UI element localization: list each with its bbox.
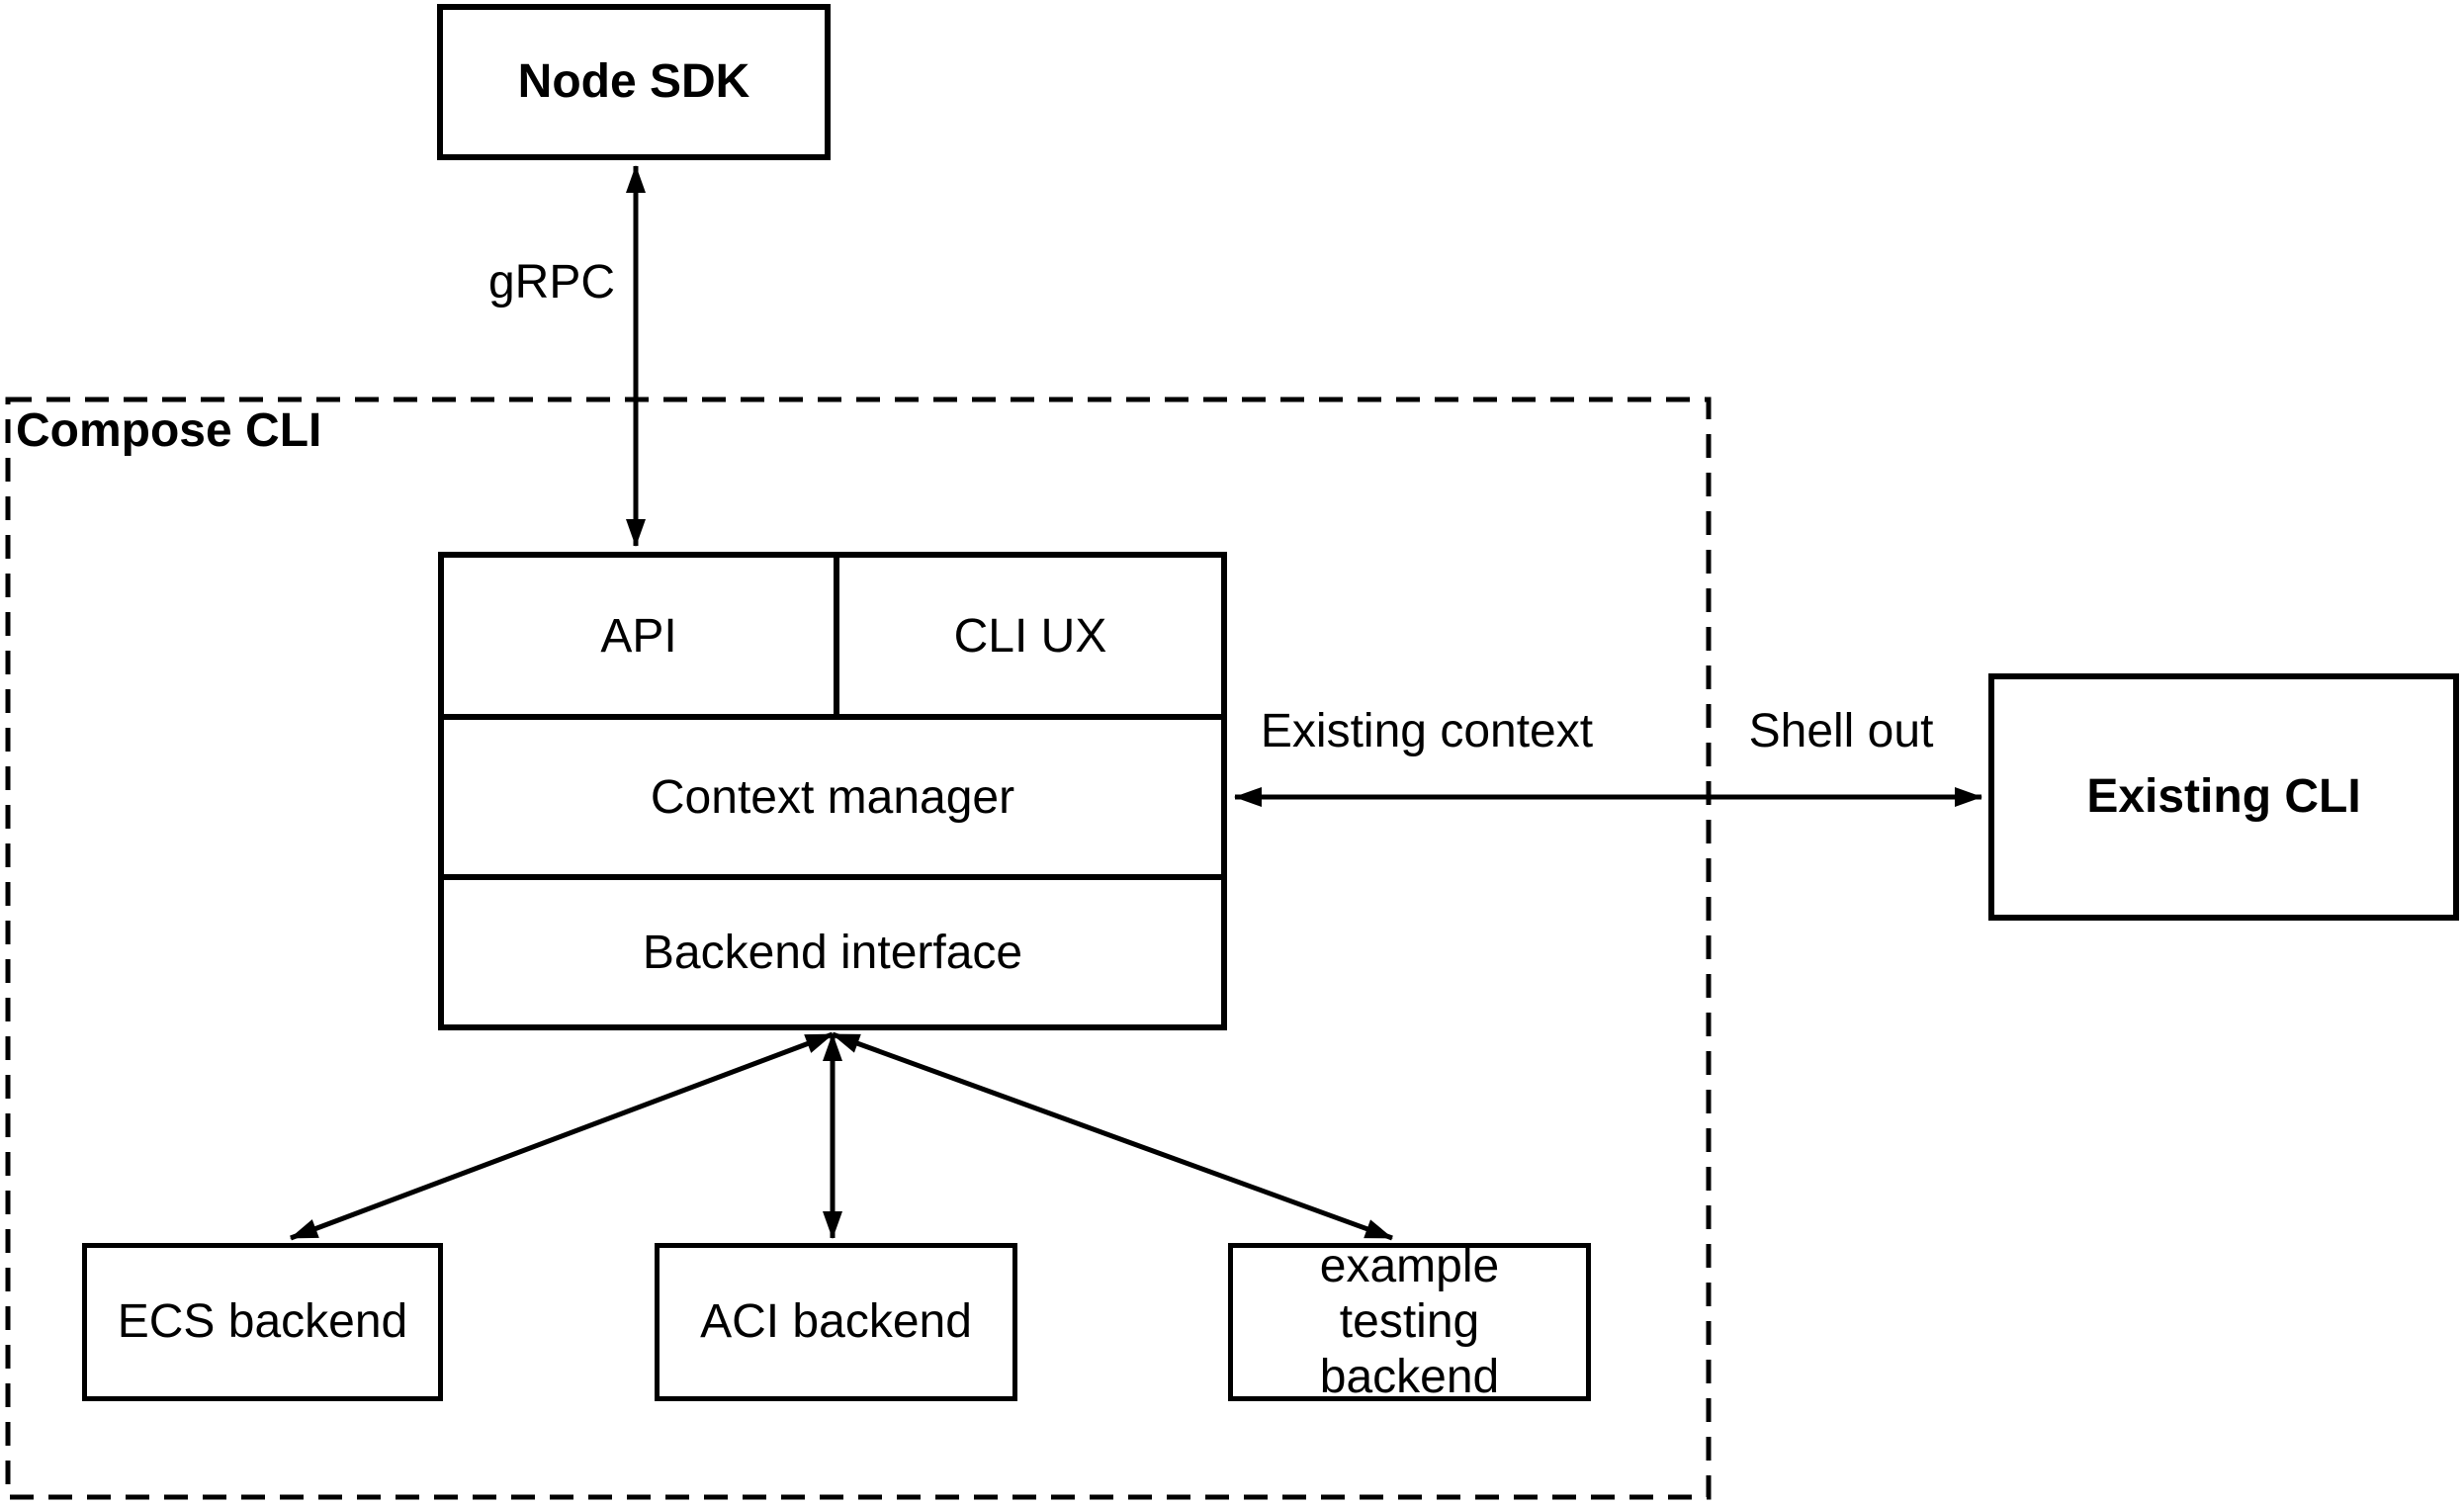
node-sdk-box: Node SDK bbox=[437, 4, 831, 160]
existing-cli-label: Existing CLI bbox=[2086, 770, 2361, 823]
compose-cli-group-label: Compose CLI bbox=[16, 404, 322, 457]
cli-ux-cell: CLI UX bbox=[839, 558, 1221, 714]
backend-to-ecs-arrow bbox=[290, 1031, 834, 1241]
example-testing-backend-box: example testing backend bbox=[1228, 1240, 1591, 1403]
compose-cli-core-box: API CLI UX Context manager Backend inter… bbox=[438, 552, 1227, 1030]
context-manager-cell: Context manager bbox=[444, 720, 1221, 880]
api-label: API bbox=[600, 609, 677, 663]
cli-ux-label: CLI UX bbox=[953, 609, 1107, 663]
node-sdk-label: Node SDK bbox=[517, 55, 750, 108]
backend-to-example-testing-arrow bbox=[832, 1031, 1393, 1241]
api-cell: API bbox=[444, 558, 839, 714]
ecs-backend-box: ECS backend bbox=[82, 1243, 443, 1401]
example-testing-backend-label: example testing backend bbox=[1319, 1240, 1500, 1403]
existing-cli-box: Existing CLI bbox=[1988, 673, 2459, 921]
backend-interface-label: Backend interface bbox=[642, 926, 1023, 979]
ecs-backend-label: ECS backend bbox=[117, 1295, 408, 1348]
api-cliux-row: API CLI UX bbox=[444, 558, 1221, 720]
context-manager-label: Context manager bbox=[650, 770, 1015, 824]
existing-context-edge-label: Existing context bbox=[1260, 705, 1594, 757]
aci-backend-label: ACI backend bbox=[700, 1295, 972, 1348]
aci-backend-box: ACI backend bbox=[655, 1243, 1017, 1401]
backend-interface-cell: Backend interface bbox=[444, 880, 1221, 1024]
grpc-edge-label: gRPC bbox=[487, 256, 615, 309]
shell-out-edge-label: Shell out bbox=[1748, 705, 1934, 757]
